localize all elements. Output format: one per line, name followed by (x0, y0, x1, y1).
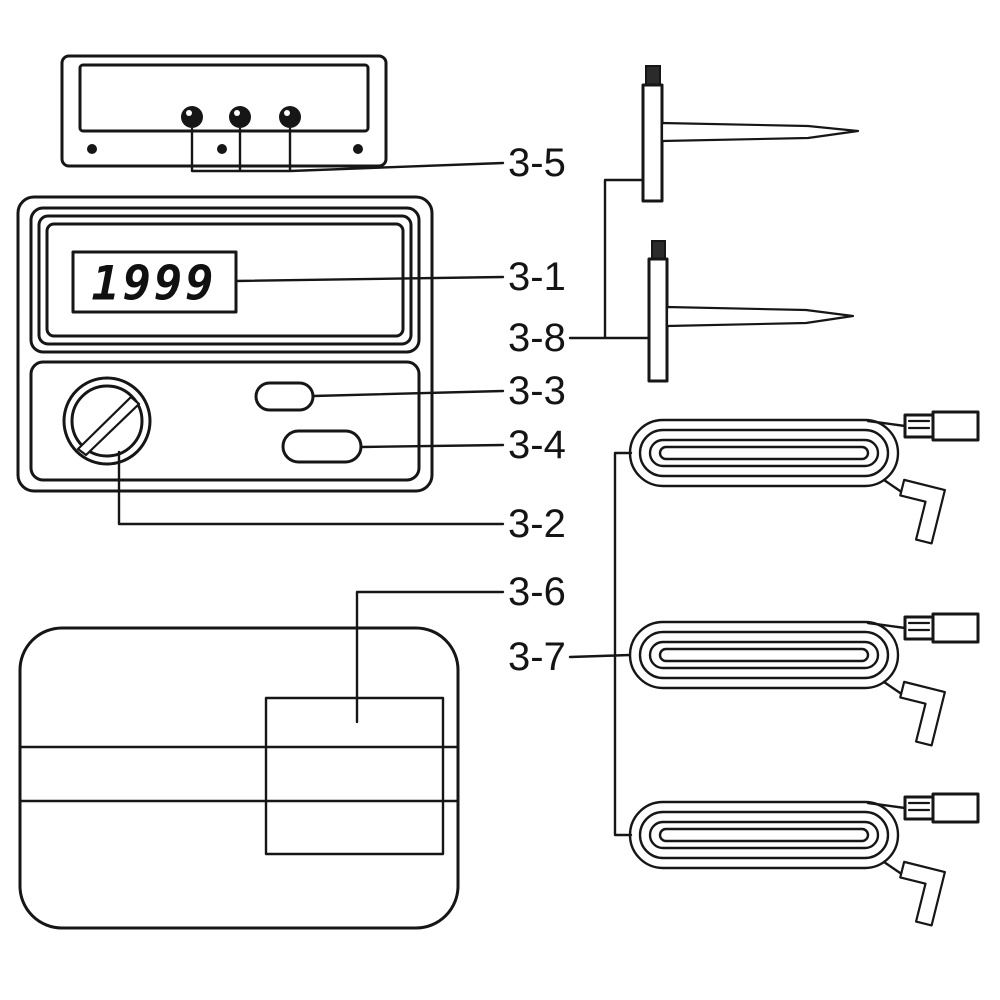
callout-3-1: 3-1 (508, 255, 566, 299)
callout-3-3: 3-3 (508, 369, 566, 413)
elbow-connector (899, 860, 947, 927)
jack-highlight (284, 110, 290, 116)
coil-loop (638, 810, 890, 860)
plug-body (931, 410, 980, 442)
probe-2 (647, 240, 855, 383)
callout-3-4: 3-4 (508, 423, 566, 467)
coil-loop (648, 640, 880, 670)
coil-loop (658, 445, 870, 461)
coil-cable-1 (628, 410, 980, 545)
callout-3-8: 3-8 (508, 316, 566, 360)
coil-cable-3 (628, 792, 980, 927)
coil-loop (648, 820, 880, 850)
input-jacks (181, 106, 301, 128)
coil-loop (638, 630, 890, 680)
plug-body (931, 612, 980, 644)
plug-ferrule (903, 615, 935, 641)
knob-pointer (76, 395, 141, 457)
button-small (254, 381, 315, 412)
probe-needle (665, 305, 855, 328)
plug-connector (903, 410, 980, 442)
coil-cable-2 (628, 612, 980, 747)
lcd-reading: 1999 (91, 257, 216, 312)
probe-needle (660, 121, 860, 143)
plug-connector (903, 612, 980, 644)
jack-icon (181, 106, 203, 128)
case-pocket (264, 696, 445, 856)
plug-ferrule (903, 413, 935, 439)
screw-icon (353, 144, 363, 154)
jack-highlight (186, 110, 192, 116)
leader-line-3-4 (359, 443, 505, 449)
callout-3-5: 3-5 (508, 141, 566, 185)
plug-ferrule (903, 795, 935, 821)
carrying-case (18, 626, 460, 930)
coil-cable-lead (866, 801, 907, 810)
case-seam-lines (18, 745, 460, 803)
callout-3-7: 3-7 (508, 635, 566, 679)
jack-highlight (234, 110, 240, 116)
leader-line-3-1 (234, 275, 505, 283)
coil-loop (658, 647, 870, 663)
rotary-knob (62, 376, 152, 466)
plug-body (931, 792, 980, 824)
callout-labels: 3-5 3-1 3-8 3-3 3-4 3-2 3-6 3-7 (508, 141, 566, 679)
probe-1 (641, 65, 860, 203)
callout-3-2: 3-2 (508, 502, 566, 546)
jack-icon (229, 106, 251, 128)
plug-ridges (907, 419, 931, 430)
screw-icon (217, 144, 227, 154)
coil-cable-lead (866, 419, 907, 428)
leader-line-3-7 (568, 451, 633, 837)
coil-loop (638, 428, 890, 478)
elbow-connector (899, 680, 947, 747)
plug-connector (903, 792, 980, 824)
plug-ridges (907, 621, 931, 632)
leader-line-3-6 (355, 590, 505, 724)
coil-loop (658, 827, 870, 843)
plug-ridges (907, 801, 931, 812)
probe-cap (651, 240, 666, 261)
screw-icon (87, 144, 97, 154)
probe-handle (641, 83, 664, 203)
case-outline (18, 626, 460, 930)
meter-top-view (60, 54, 388, 168)
leader-line-3-3 (311, 389, 505, 398)
coil-cable-lead (866, 621, 907, 630)
meter-front-view: 1999 (16, 195, 434, 493)
callout-3-6: 3-6 (508, 570, 566, 614)
probe-cap (645, 65, 661, 87)
top-view-face (78, 63, 370, 133)
leader-line-3-5 (190, 127, 505, 173)
jack-icon (279, 106, 301, 128)
elbow-connector (899, 478, 947, 545)
coil-loop (648, 438, 880, 468)
probe-handle (647, 257, 669, 383)
leader-line-3-2 (117, 450, 505, 526)
button-large (281, 429, 363, 464)
leader-line-3-8 (568, 178, 651, 340)
